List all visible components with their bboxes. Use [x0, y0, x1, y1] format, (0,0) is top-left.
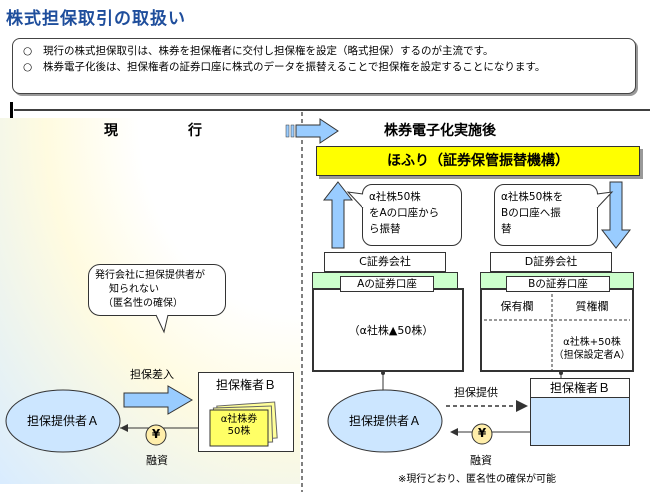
- stock-certificate-icon: [209, 401, 278, 447]
- pledge-entry: α社株+50株 （担保設定者A）: [552, 336, 632, 362]
- financing-label: 融資: [470, 454, 492, 467]
- section-separator: [10, 102, 650, 118]
- pledgor-a-label: 担保提供者Ａ: [26, 414, 99, 428]
- summary-notes: ○ 現行の株式担保取引は、株券を担保権者に交付し担保権を設定（略式担保）するのが…: [12, 38, 636, 94]
- after-digitization-heading: 株券電子化実施後: [384, 123, 496, 139]
- pledgor-a-node: [327, 389, 443, 453]
- bubble-line: 替: [501, 223, 512, 235]
- bubble-line: をAの口座から: [369, 207, 440, 219]
- issuer-note-bubble: 発行会社に担保提供者が 知られない （匿名性の確保）: [88, 264, 226, 316]
- account-a-title: Aの証券口座: [340, 276, 434, 292]
- holding-column-label: 保有欄: [500, 300, 534, 313]
- pledgor-a-label: 担保提供者Ａ: [348, 414, 421, 428]
- transfer-from-a-bubble: α社株50株 をAの口座から ら振替: [362, 184, 462, 246]
- pledge-entry-line: （担保設定者A）: [553, 350, 631, 361]
- yen-coin-icon: [471, 423, 493, 445]
- yen-symbol: ¥: [477, 426, 487, 440]
- bubble-tail: [346, 191, 364, 209]
- account-b-box: [480, 288, 634, 372]
- footnote: ※現行どおり、匿名性の確保が可能: [398, 474, 556, 485]
- note-item: ○ 株券電子化後は、担保権者の証券口座に株式のデータを振替えることで担保権を設定…: [23, 59, 625, 75]
- transfer-to-b-bubble: α社株50株を Bの口座へ振 替: [494, 184, 598, 246]
- page-title: 株式担保取引の取扱い: [6, 9, 186, 29]
- note-text: 株券電子化後は、担保権者の証券口座に株式のデータを振替えることで担保権を設定する…: [43, 61, 546, 73]
- bubble-tail: [155, 314, 169, 334]
- pledgee-b-title: 担保権者Ｂ: [530, 378, 630, 398]
- pledge-provide-arrow: [446, 400, 528, 412]
- transfer-up-arrow-icon: [322, 181, 354, 249]
- certificate-line: 50株: [227, 426, 251, 437]
- note-item: ○ 現行の株式担保取引は、株券を担保権者に交付し担保権を設定（略式担保）するのが…: [23, 43, 625, 59]
- pledgee-b-title: 担保権者Ｂ: [215, 378, 276, 392]
- pledgor-a-node: [5, 389, 121, 453]
- certificate-label: α社株券 50株: [210, 414, 268, 438]
- bubble-line: ら振替: [369, 223, 401, 235]
- yen-coin-icon: [145, 424, 167, 446]
- account-a-holding: （α社株▲50株）: [348, 324, 434, 337]
- securities-d-label: D証券会社: [490, 252, 612, 272]
- financing-label: 融資: [146, 454, 168, 467]
- bubble-line: α社株50株: [369, 191, 421, 203]
- bubble-line: α社株50株を: [501, 191, 564, 203]
- bubble-tail: [596, 191, 614, 209]
- current-heading: 現 行: [104, 123, 202, 139]
- pledge-provide-label: 担保提供: [454, 386, 498, 399]
- account-b-grid: [484, 294, 630, 370]
- transfer-down-arrow-icon: [600, 181, 632, 249]
- transition-arrow-icon: [285, 118, 339, 144]
- bubble-line: Bの口座へ振: [501, 207, 561, 219]
- note-text: 現行の株式担保取引は、株券を担保権者に交付し担保権を設定（略式担保）するのが主流…: [43, 45, 494, 57]
- securities-c-label: C証券会社: [324, 252, 446, 272]
- bullet-icon: ○: [23, 61, 33, 73]
- issuer-note-line: 発行会社に担保提供者が: [95, 270, 205, 281]
- hofuri-bar: ほふり（証券保管振替機構）: [316, 146, 640, 176]
- issuer-note-line: （匿名性の確保）: [103, 298, 183, 309]
- certificate-line: α社株券: [220, 414, 258, 425]
- pledge-entry-line: α社株+50株: [563, 337, 621, 348]
- pledge-arrow-icon: [123, 385, 193, 415]
- issuer-note-line: 知られない: [109, 284, 159, 295]
- section-divider: [301, 112, 303, 492]
- bullet-icon: ○: [23, 45, 33, 57]
- pledge-column-label: 質権欄: [575, 300, 609, 313]
- yen-symbol: ¥: [151, 427, 161, 441]
- pledge-deposit-label: 担保差入: [130, 368, 174, 381]
- account-b-title: Bの証券口座: [506, 276, 610, 292]
